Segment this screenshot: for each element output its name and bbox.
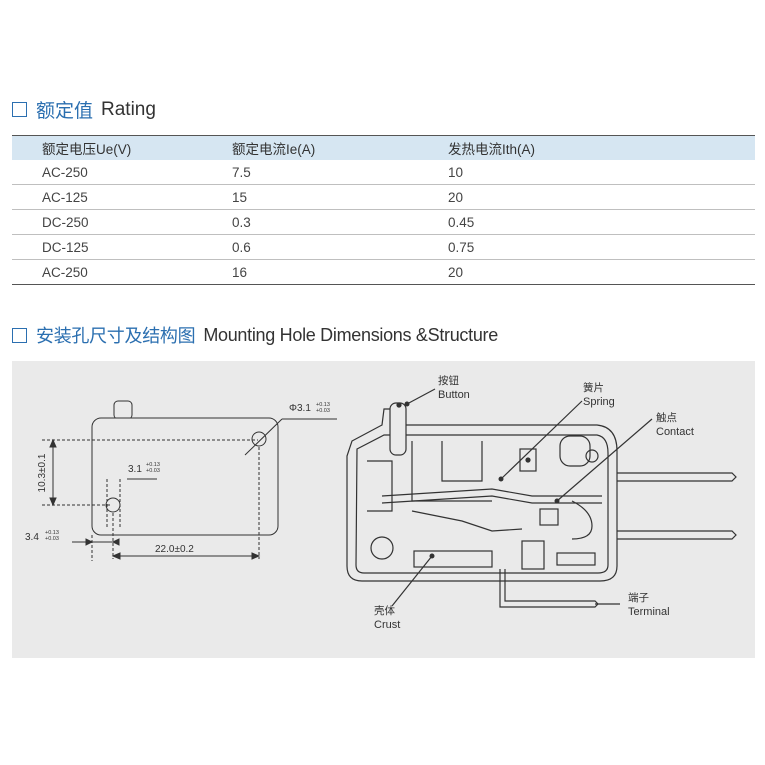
structure-figure-panel: Φ3.1 +0.13 +0.03 10.3±0.1 3.1 +0.13 +0.0… bbox=[12, 361, 755, 658]
cell-voltage: DC-125 bbox=[12, 234, 232, 260]
cell-current: 0.3 bbox=[232, 209, 448, 235]
button-label-en: Button bbox=[438, 389, 470, 401]
hole-b-tol-plus: +0.13 bbox=[146, 462, 160, 468]
cell-thermal: 0.75 bbox=[448, 234, 755, 260]
spring-label-en: Spring bbox=[583, 396, 615, 408]
checkbox-square-icon bbox=[12, 327, 27, 343]
col-thermal-current: 发热电流Ith(A) bbox=[448, 135, 755, 160]
table-row: AC-250 16 20 bbox=[12, 259, 755, 285]
cell-current: 16 bbox=[232, 259, 448, 285]
width-dim-label: 22.0±0.2 bbox=[155, 544, 194, 555]
cell-current: 0.6 bbox=[232, 234, 448, 260]
cell-thermal: 20 bbox=[448, 259, 755, 285]
switch-structure-drawing bbox=[346, 388, 737, 608]
checkbox-square-icon bbox=[12, 102, 27, 117]
contact-label-en: Contact bbox=[656, 426, 694, 438]
rating-title-en: Rating bbox=[101, 98, 156, 120]
table-row: DC-250 0.3 0.45 bbox=[12, 209, 755, 235]
rating-table: 额定电压Ue(V) 额定电流Ie(A) 发热电流Ith(A) AC-250 7.… bbox=[12, 135, 755, 285]
mounting-title-en: Mounting Hole Dimensions &Structure bbox=[203, 324, 498, 345]
phi-tol-plus: +0.13 bbox=[316, 402, 330, 408]
table-row: AC-125 15 20 bbox=[12, 184, 755, 210]
height-dim-label: 10.3±0.1 bbox=[37, 453, 48, 492]
rating-section-title: 额定值 Rating bbox=[12, 96, 156, 123]
phi-tol-minus: +0.03 bbox=[316, 408, 330, 414]
offset-tol-minus: +0.03 bbox=[45, 536, 59, 542]
spring-label-cn: 簧片 bbox=[583, 381, 604, 394]
button-label-cn: 按钮 bbox=[438, 374, 459, 387]
structure-drawing: Φ3.1 +0.13 +0.03 10.3±0.1 3.1 +0.13 +0.0… bbox=[25, 374, 737, 631]
mounting-title-cn: 安装孔尺寸及结构图 bbox=[36, 326, 196, 347]
mounting-section-title: 安装孔尺寸及结构图 Mounting Hole Dimensions &Stru… bbox=[12, 322, 498, 348]
contact-label-cn: 触点 bbox=[656, 411, 677, 424]
rating-title-cn: 额定值 bbox=[36, 100, 94, 122]
crust-label-en: Crust bbox=[374, 619, 400, 631]
mounting-dimension-drawing bbox=[42, 400, 337, 561]
contact-leader-dot bbox=[554, 498, 560, 504]
hole-b-tol-minus: +0.03 bbox=[146, 468, 160, 474]
crust-label-cn: 壳体 bbox=[374, 604, 395, 617]
table-row: DC-125 0.6 0.75 bbox=[12, 234, 755, 260]
crust-leader-dot bbox=[429, 553, 435, 559]
cell-voltage: DC-250 bbox=[12, 209, 232, 235]
cell-voltage: AC-250 bbox=[12, 259, 232, 285]
rating-table-header: 额定电压Ue(V) 额定电流Ie(A) 发热电流Ith(A) bbox=[12, 135, 755, 160]
offset-tol-plus: +0.13 bbox=[45, 530, 59, 536]
spring-leader-dot bbox=[498, 476, 504, 482]
cell-thermal: 10 bbox=[448, 160, 755, 185]
cell-thermal: 20 bbox=[448, 184, 755, 210]
phi-hole-label: Φ3.1 bbox=[289, 403, 311, 414]
col-current: 额定电流Ie(A) bbox=[232, 135, 448, 160]
cell-thermal: 0.45 bbox=[448, 209, 755, 235]
cell-current: 7.5 bbox=[232, 160, 448, 185]
hole-b-label: 3.1 bbox=[128, 464, 142, 475]
terminal-label-cn: 端子 bbox=[628, 591, 649, 604]
terminal-label-en: Terminal bbox=[628, 606, 670, 618]
cell-voltage: AC-250 bbox=[12, 160, 232, 185]
col-voltage: 额定电压Ue(V) bbox=[12, 135, 232, 160]
cell-current: 15 bbox=[232, 184, 448, 210]
table-row: AC-250 7.5 10 bbox=[12, 160, 755, 185]
cell-voltage: AC-125 bbox=[12, 184, 232, 210]
offset-label: 3.4 bbox=[25, 532, 39, 543]
button-leader-dot bbox=[404, 401, 410, 407]
